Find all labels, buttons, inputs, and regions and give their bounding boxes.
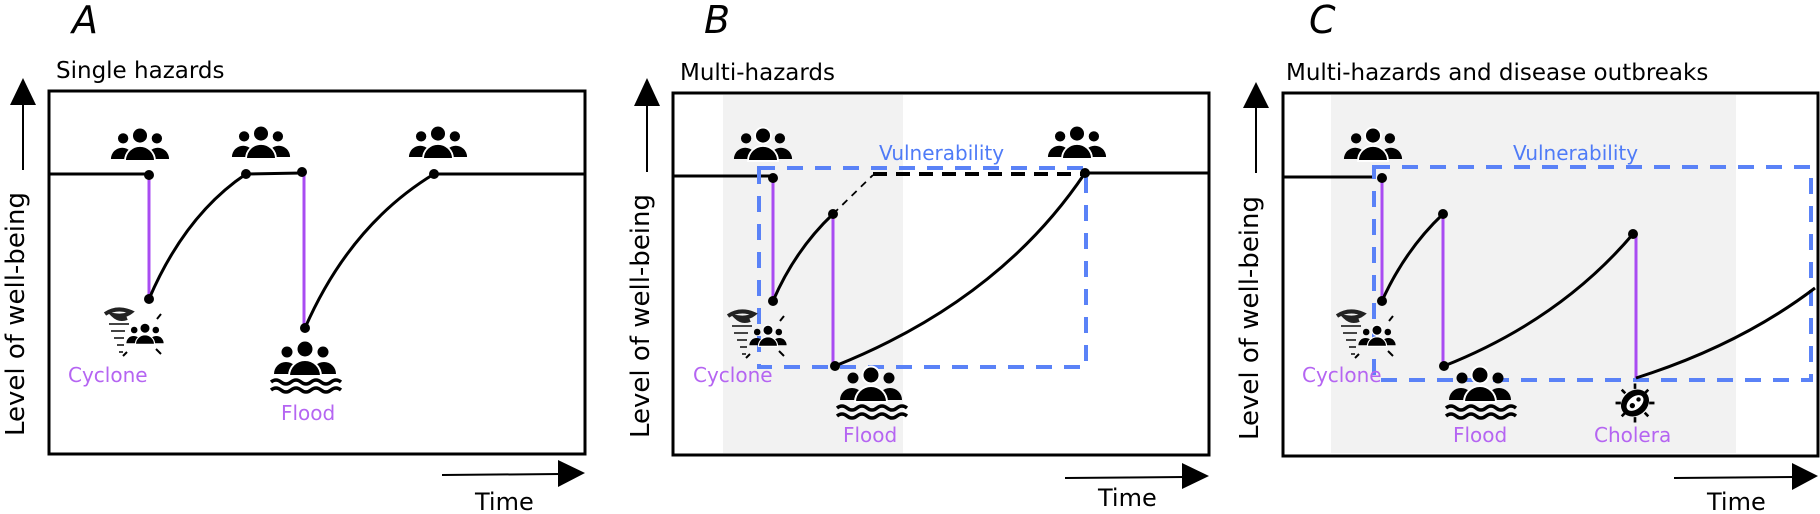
y-axis-arrow bbox=[1243, 82, 1269, 173]
vulnerability-box bbox=[1372, 165, 1813, 382]
panel-title: Single hazards bbox=[56, 58, 225, 84]
hazard-label-flood: Flood bbox=[1453, 423, 1507, 447]
x-axis-label: Time bbox=[474, 488, 534, 514]
hazard-label-cyclone: Cyclone bbox=[68, 363, 148, 387]
event-dots bbox=[1377, 173, 1638, 371]
hazard-label-cholera: Cholera bbox=[1594, 423, 1671, 447]
recovery-curve bbox=[303, 172, 585, 329]
panel-c: C Multi-hazards and disease outbreaks Le… bbox=[1235, 0, 1820, 514]
vulnerability-label: Vulnerability bbox=[1513, 141, 1638, 165]
x-axis-arrow bbox=[1673, 463, 1818, 490]
y-axis-arrow bbox=[634, 78, 660, 172]
x-axis-arrow bbox=[1064, 463, 1209, 489]
people-icon bbox=[1046, 124, 1108, 160]
event-dots bbox=[144, 167, 439, 333]
people-icon bbox=[230, 124, 292, 160]
people-icon bbox=[407, 124, 469, 160]
plot-frame bbox=[671, 91, 1211, 457]
vulnerability-box bbox=[757, 166, 1088, 369]
expected-recovery-dashed bbox=[832, 174, 874, 215]
plot-frame bbox=[1281, 91, 1820, 458]
panel-letter: B bbox=[704, 0, 730, 42]
people-icon bbox=[109, 126, 171, 162]
y-axis-label: Level of well-being bbox=[626, 194, 656, 438]
panel-b: B Multi-hazards Level of well-being Vuln… bbox=[626, 0, 1211, 512]
panel-letter: A bbox=[69, 0, 98, 42]
panel-a: A Single hazards Level of well-being Cyc… bbox=[1, 0, 587, 514]
hazard-label-flood: Flood bbox=[843, 423, 897, 447]
x-axis-arrow bbox=[441, 460, 585, 487]
flood-icon bbox=[271, 341, 341, 393]
plot-frame bbox=[47, 89, 587, 456]
recovery-curve bbox=[1380, 212, 1445, 302]
panel-title: Multi-hazards bbox=[680, 60, 835, 86]
recovery-curve bbox=[1443, 233, 1635, 368]
x-axis-label: Time bbox=[1097, 484, 1157, 512]
event-dots bbox=[768, 168, 1090, 371]
vulnerability-label: Vulnerability bbox=[879, 141, 1004, 165]
recovery-curve bbox=[771, 212, 835, 302]
panel-letter: C bbox=[1309, 0, 1336, 42]
recovery-curve bbox=[834, 171, 1209, 368]
cyclone-icon bbox=[105, 309, 164, 356]
y-axis-label: Level of well-being bbox=[1, 192, 31, 436]
hazard-label-flood: Flood bbox=[281, 401, 335, 425]
hazard-label-cyclone: Cyclone bbox=[1302, 363, 1382, 387]
x-axis-label: Time bbox=[1706, 488, 1766, 514]
y-axis-label: Level of well-being bbox=[1235, 196, 1265, 440]
recovery-curve bbox=[147, 171, 303, 300]
hazard-label-cyclone: Cyclone bbox=[693, 363, 773, 387]
y-axis-arrow bbox=[10, 78, 36, 170]
recovery-curve bbox=[1635, 286, 1816, 380]
panel-title: Multi-hazards and disease outbreaks bbox=[1286, 60, 1708, 86]
